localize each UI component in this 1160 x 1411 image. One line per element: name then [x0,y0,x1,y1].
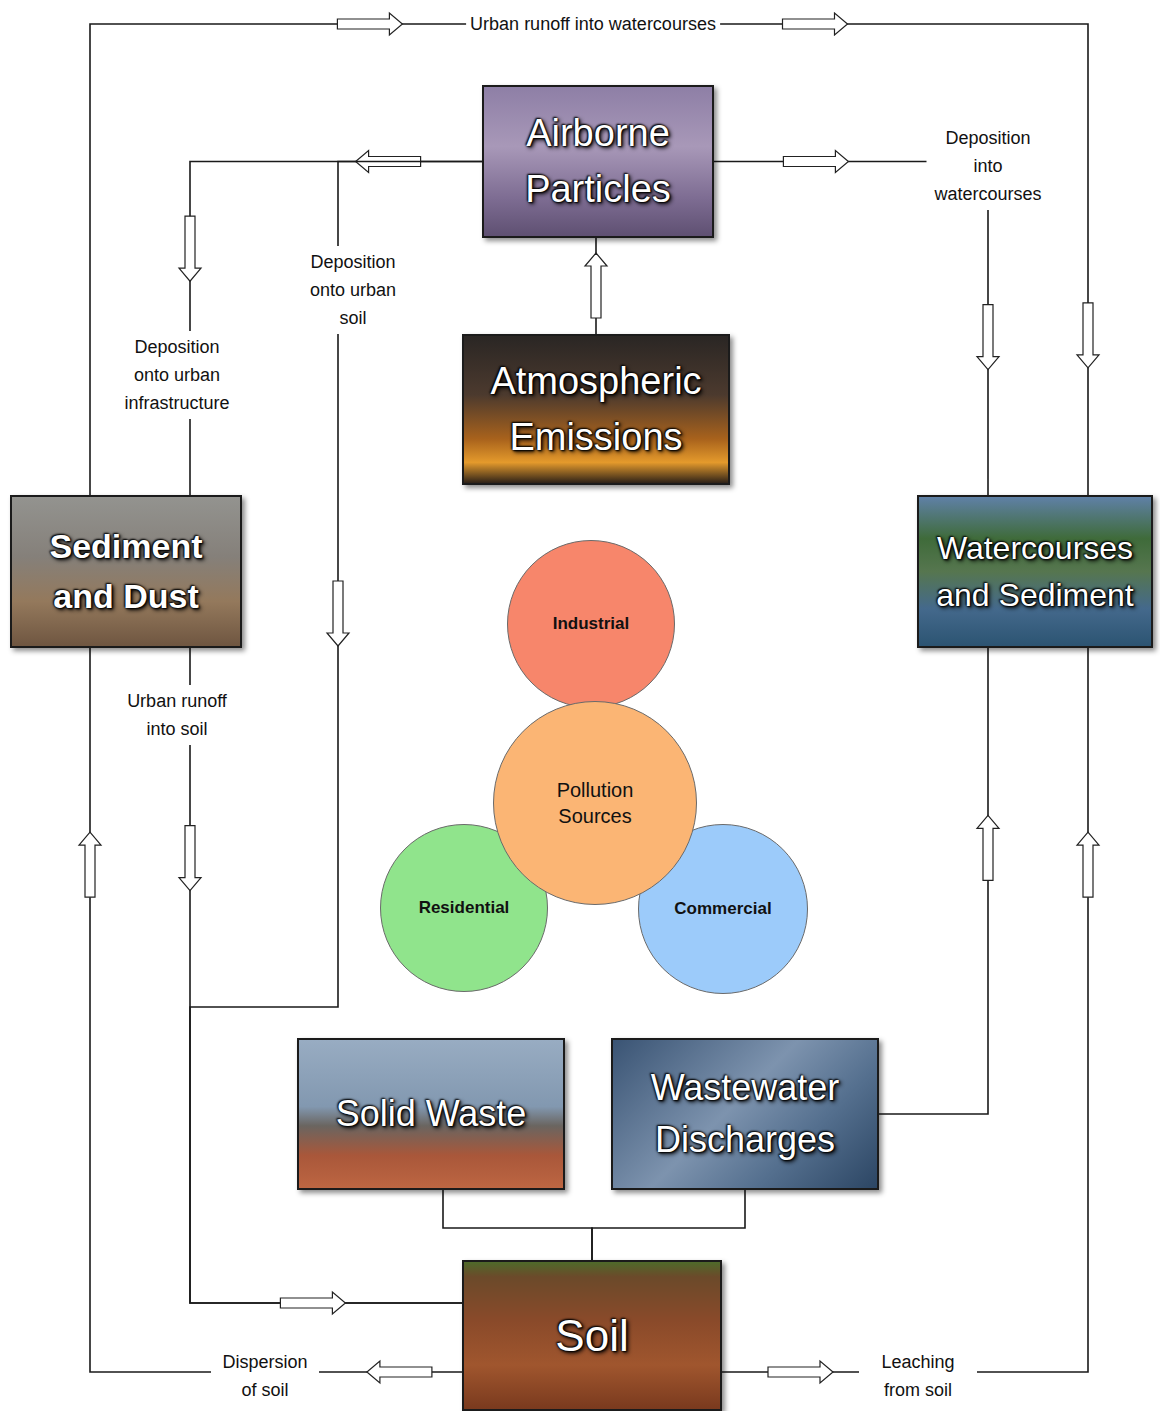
connector-line [443,1190,592,1260]
block-arrow [179,826,201,891]
block-arrow [585,253,607,318]
block-arrow [367,1361,432,1383]
block-arrow [977,305,999,370]
edge-label: Deposition into watercourses [927,122,1050,210]
edge-label: Leaching from soil [859,1346,977,1406]
photo-box: Wastewater Discharges [611,1038,879,1190]
node-text: Residential [419,897,510,919]
edge-label: Deposition onto urban infrastructure [113,331,241,419]
edge-label: Urban runoff into soil [111,685,244,745]
photo-box: Soil [462,1260,722,1411]
connector-line [722,648,1088,1372]
node-text: Sediment and Dust [20,522,232,621]
photo-box: Airborne Particles [482,85,714,238]
block-arrow [280,1292,345,1314]
block-arrow [768,1361,833,1383]
connector [179,151,482,496]
photo-box: Atmospheric Emissions [462,334,730,485]
connector-line [592,1190,745,1260]
block-arrow [327,581,349,646]
source-circle: Pollution Sources [493,701,697,905]
source-circle: Industrial [507,540,675,708]
edge-label: Deposition onto urban soil [299,246,407,334]
node-text: Watercourses and Sediment [927,525,1143,618]
block-arrow [783,151,848,173]
edge-label: Urban runoff into watercourses [466,8,720,40]
photo-box: Watercourses and Sediment [917,495,1153,648]
block-arrow [179,216,201,281]
node-text: Solid Waste [336,1088,527,1140]
block-arrow [337,13,402,35]
connector-line [714,162,988,496]
block-arrow [977,815,999,880]
node-text: Wastewater Discharges [621,1062,869,1166]
connector [879,648,999,1114]
node-text: Airborne Particles [492,106,704,216]
connector [443,1190,592,1260]
connector [585,238,607,334]
node-text: Atmospheric Emissions [472,354,720,464]
node-text: Pollution Sources [535,777,655,829]
connector [592,1190,745,1260]
block-arrow [1077,303,1099,368]
connector-line [90,24,1088,495]
edge-label: Dispersion of soil [211,1346,319,1406]
node-text: Commercial [674,898,771,920]
connector-line [879,648,988,1114]
connector [722,648,1099,1383]
node-text: Industrial [553,613,630,635]
connector [79,648,462,1383]
node-text: Soil [555,1304,628,1368]
block-arrow [1077,832,1099,897]
connector [90,13,1099,495]
block-arrow [79,832,101,897]
connector-line [190,162,482,496]
block-arrow [783,13,848,35]
photo-box: Solid Waste [297,1038,565,1190]
photo-box: Sediment and Dust [10,495,242,648]
connector [179,648,462,1314]
connector-line [90,648,462,1372]
